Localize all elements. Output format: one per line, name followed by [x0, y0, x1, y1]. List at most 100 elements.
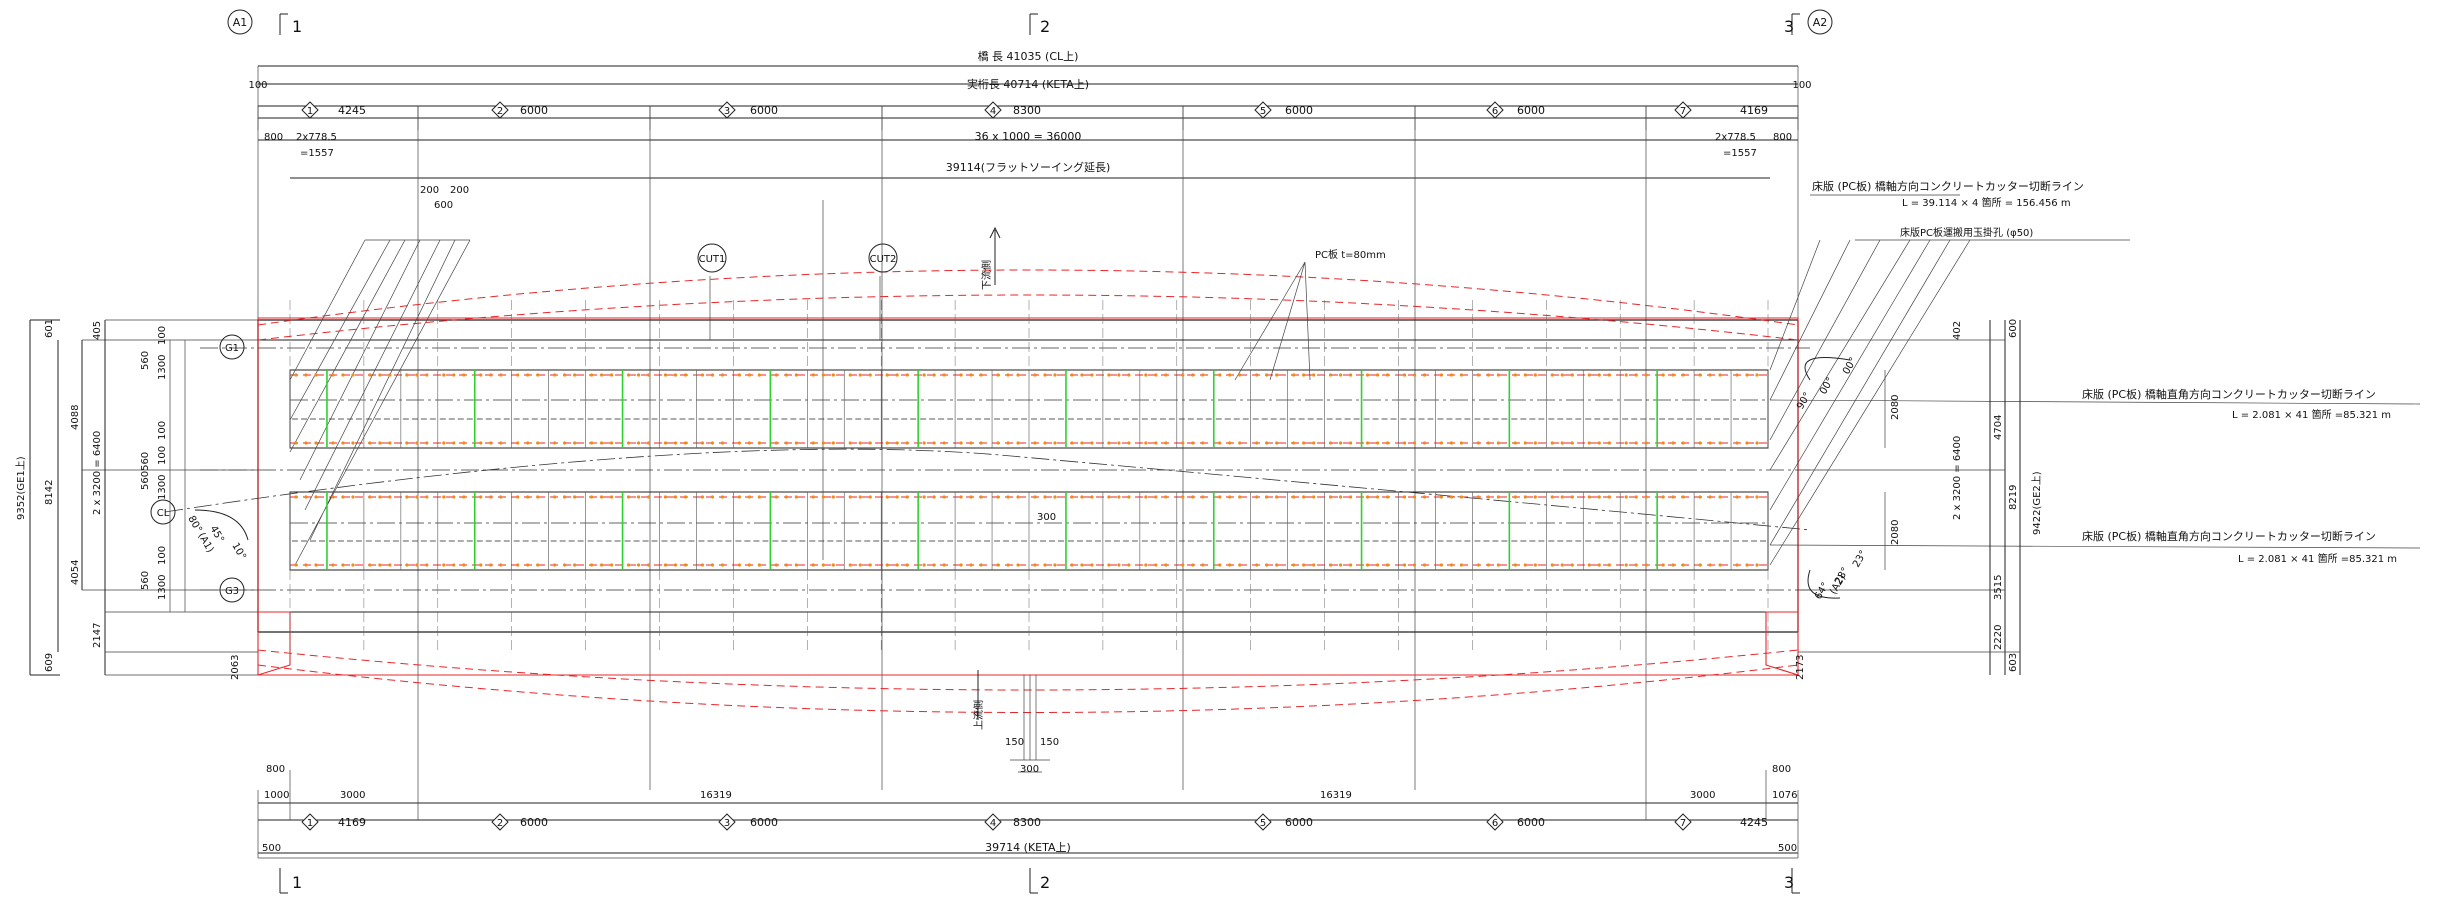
hook-hole-mark — [351, 495, 355, 499]
hook-hole-mark — [905, 563, 909, 567]
hook-hole-mark — [636, 441, 641, 445]
drawing-linework — [29, 9, 2421, 894]
hook-hole-mark — [737, 441, 742, 445]
cut2-marker — [868, 243, 898, 273]
top-span-len-7: 4169 — [1740, 104, 1768, 117]
hook-hole-mark — [1080, 373, 1084, 377]
hook-hole-mark — [516, 441, 520, 445]
hook-hole-mark — [351, 441, 355, 445]
hook-hole-mark — [1671, 563, 1675, 567]
hook-hole-mark — [1459, 563, 1464, 567]
hook-hole-mark — [368, 495, 372, 499]
hook-hole-mark — [969, 563, 973, 567]
hook-hole-mark — [1154, 373, 1158, 377]
hook-hole-mark — [1449, 441, 1454, 445]
hook-hole-mark — [1127, 563, 1131, 567]
hook-hole-mark — [1745, 495, 1749, 499]
hook-hole-mark — [1201, 441, 1205, 445]
hook-hole-mark — [1265, 563, 1269, 567]
hook-hole-mark — [368, 441, 372, 445]
hook-hole-mark — [1053, 441, 1057, 445]
hook-hole-mark — [646, 373, 651, 377]
hook-hole-mark — [304, 563, 308, 567]
hook-hole-mark — [710, 563, 715, 567]
hook-hole-mark — [1634, 373, 1638, 377]
hook-hole-mark — [536, 495, 540, 499]
hook-hole-mark — [1127, 441, 1131, 445]
hook-hole-mark — [1422, 441, 1427, 445]
hook-hole-mark — [351, 563, 355, 567]
pc-plate-label: PC板 t=80mm — [1315, 248, 1386, 261]
hook-hole-mark — [590, 373, 594, 377]
hook-hole-mark — [646, 441, 651, 445]
hook-hole-mark — [462, 373, 466, 377]
hook-hole-mark — [1329, 441, 1333, 445]
hook-hole-mark — [1439, 495, 1444, 499]
hook-hole-mark — [1090, 495, 1094, 499]
hook-hole-mark — [1681, 441, 1685, 445]
hook-hole-mark — [1634, 563, 1638, 567]
hook-hole-mark — [747, 495, 752, 499]
hook-hole-mark — [1607, 495, 1611, 499]
hook-hole-mark — [821, 373, 825, 377]
hook-hole-mark — [314, 495, 318, 499]
hook-hole-mark — [425, 563, 429, 567]
hook-hole-mark — [1144, 441, 1148, 445]
hook-hole-mark — [1513, 563, 1517, 567]
pier-3-bottom: 3 — [1784, 873, 1794, 892]
cutter-trans1-value: L = 2.081 × 41 箇所 =85.321 m — [2232, 408, 2391, 421]
hook-hole-mark — [1671, 441, 1675, 445]
hook-hole-mark — [1070, 495, 1074, 499]
bottom-span-len-6: 6000 — [1517, 816, 1545, 829]
hook-hole-mark — [1070, 373, 1074, 377]
a2-label: A2 — [1813, 16, 1828, 29]
hook-hole-mark — [673, 495, 678, 499]
hook-hole-mark — [996, 441, 1000, 445]
hook-hole-mark — [1560, 373, 1564, 377]
hook-hole-mark — [905, 495, 909, 499]
hook-hole-mark — [1292, 373, 1296, 377]
left-2147: 2147 — [92, 623, 103, 648]
top-span-len-2: 6000 — [520, 104, 548, 117]
hook-hole-mark — [1107, 563, 1111, 567]
hook-hole-mark — [1486, 495, 1490, 499]
hook-hole-mark — [1265, 441, 1269, 445]
hook-hole-mark — [1745, 441, 1749, 445]
hook-hole-mark — [663, 563, 668, 567]
hook-hole-mark — [610, 441, 614, 445]
ang-right-23: 23° — [1851, 549, 1869, 570]
hook-hole-mark — [1560, 563, 1564, 567]
hook-hole-mark — [710, 441, 715, 445]
hook-hole-mark — [1496, 441, 1500, 445]
hook-hole-mark — [1597, 495, 1601, 499]
hook-hole-mark — [1191, 563, 1195, 567]
hook-hole-mark — [848, 373, 852, 377]
hook-hole-mark — [1755, 373, 1759, 377]
hook-hole-mark — [794, 441, 798, 445]
hook-hole-mark — [415, 495, 419, 499]
hook-hole-mark — [700, 563, 705, 567]
hook-hole-mark — [868, 495, 872, 499]
girder-g1-marker — [219, 334, 245, 360]
top-span-lengths: 4245 6000 6000 8300 6000 6000 4169 — [338, 104, 1768, 117]
hook-hole-mark — [794, 373, 798, 377]
cut2-label: CUT2 — [870, 254, 897, 265]
hook-hole-mark — [573, 373, 577, 377]
hook-hole-mark — [1402, 563, 1407, 567]
hook-hole-mark — [1708, 441, 1712, 445]
hook-hole-mark — [573, 563, 577, 567]
right-600: 600 — [2008, 319, 2019, 338]
cut1-label: CUT1 — [699, 254, 726, 265]
hook-hole-mark — [479, 495, 483, 499]
cutter-long-value: L = 39.114 × 4 箇所 = 156.456 m — [1902, 196, 2071, 209]
hook-hole-mark — [294, 563, 298, 567]
hook-hole-mark — [1412, 563, 1417, 567]
hook-hole-mark — [1550, 373, 1554, 377]
cutter-trans2-title: 床版 (PC板) 橋軸直角方向コンクリートカッター切断ライン — [2082, 529, 2376, 543]
hook-hole-mark — [442, 373, 446, 377]
hook-hole-mark — [942, 373, 946, 377]
hook-hole-mark — [304, 441, 308, 445]
hook-hole-mark — [1402, 441, 1407, 445]
